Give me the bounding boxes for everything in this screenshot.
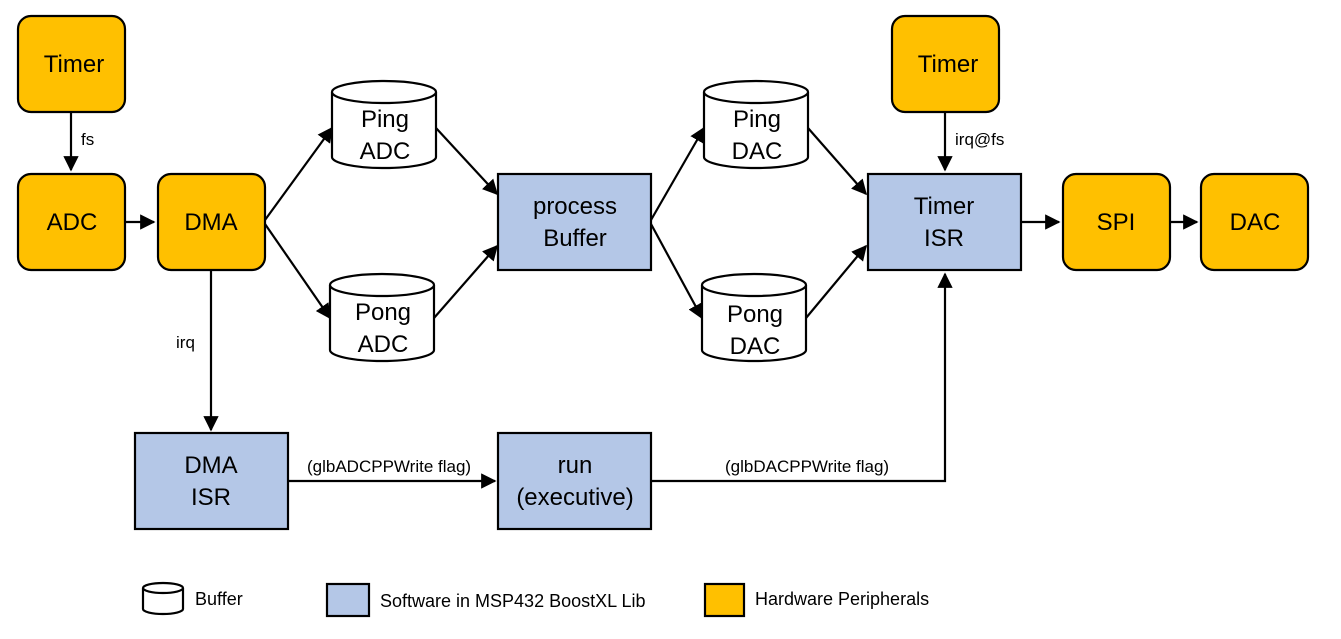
run-executive-line-2: (executive) — [516, 484, 633, 511]
timer-left-node: Timer — [16, 14, 127, 114]
legend-buffer-label: Buffer — [195, 589, 243, 609]
ping-adc-line-2: ADC — [360, 138, 411, 165]
edge-process-pong-dac — [650, 223, 703, 320]
ping-dac-line-1: Ping — [733, 106, 781, 133]
label-fs: fs — [81, 130, 94, 149]
buffer-nodes: Ping ADC Pong ADC Ping DAC Pong DAC — [328, 79, 810, 363]
pong-adc-line-2: ADC — [358, 331, 409, 358]
ping-dac-buffer: Ping DAC — [702, 79, 810, 170]
dac-label: DAC — [1230, 209, 1281, 236]
edge-ping-adc-process — [435, 127, 499, 196]
adc-label: ADC — [47, 209, 98, 236]
ping-adc-buffer: Ping ADC — [330, 79, 438, 170]
label-irq-fs: irq@fs — [955, 130, 1004, 149]
dma-label: DMA — [184, 209, 237, 236]
label-dac-flag: (glbDACPPWrite flag) — [725, 457, 889, 476]
run-executive-line-1: run — [558, 452, 593, 479]
pong-dac-buffer: Pong DAC — [700, 272, 808, 363]
edges — [63, 112, 1199, 489]
ping-adc-line-1: Ping — [361, 106, 409, 133]
edge-dma-pong-adc — [264, 223, 331, 320]
dma-isr-node: DMA ISR — [133, 431, 290, 531]
dma-isr-line-1: DMA — [184, 452, 237, 479]
process-buffer-line-2: Buffer — [543, 225, 607, 252]
pong-adc-buffer: Pong ADC — [328, 272, 436, 363]
pong-adc-line-1: Pong — [355, 299, 411, 326]
dac-node: DAC — [1199, 172, 1310, 272]
timer-left-label: Timer — [44, 51, 104, 78]
pong-dac-line-1: Pong — [727, 301, 783, 328]
legend-hardware-label: Hardware Peripherals — [755, 589, 929, 609]
timer-isr-node: Timer ISR — [866, 172, 1023, 272]
legend: Buffer Software in MSP432 BoostXL Lib Ha… — [141, 581, 929, 618]
legend-hardware: Hardware Peripherals — [703, 582, 929, 618]
legend-software-label: Software in MSP432 BoostXL Lib — [380, 591, 645, 611]
timer-right-label: Timer — [918, 51, 978, 78]
dma-isr-line-2: ISR — [191, 484, 231, 511]
edge-process-ping-dac — [650, 126, 705, 221]
ping-dac-line-2: DAC — [732, 138, 783, 165]
legend-software: Software in MSP432 BoostXL Lib — [325, 582, 645, 618]
spi-node: SPI — [1061, 172, 1172, 272]
software-nodes: DMA ISR process Buffer run (executive) T… — [133, 172, 1023, 531]
label-irq: irq — [176, 333, 195, 352]
run-executive-node: run (executive) — [496, 431, 653, 531]
timer-right-node: Timer — [890, 14, 1001, 114]
spi-label: SPI — [1097, 209, 1136, 236]
edge-pong-dac-timer-isr — [805, 244, 867, 319]
edge-pong-adc-process — [433, 244, 499, 319]
edge-labels: fs irq (glbADCPPWrite flag) (glbDACPPWri… — [81, 130, 1004, 476]
timer-isr-line-1: Timer — [914, 193, 974, 220]
process-buffer-node: process Buffer — [496, 172, 653, 272]
label-adc-flag: (glbADCPPWrite flag) — [307, 457, 471, 476]
legend-buffer: Buffer — [141, 581, 243, 616]
pong-dac-line-2: DAC — [730, 333, 781, 360]
edge-run-timer-isr — [651, 272, 953, 483]
adc-node: ADC — [16, 172, 127, 272]
process-buffer-line-1: process — [533, 193, 617, 220]
hardware-nodes: Timer ADC DMA Timer SPI DAC — [16, 14, 1310, 272]
edge-dma-ping-adc — [264, 126, 333, 221]
timer-isr-line-2: ISR — [924, 225, 964, 252]
dma-node: DMA — [156, 172, 267, 272]
edge-ping-dac-timer-isr — [807, 127, 868, 196]
